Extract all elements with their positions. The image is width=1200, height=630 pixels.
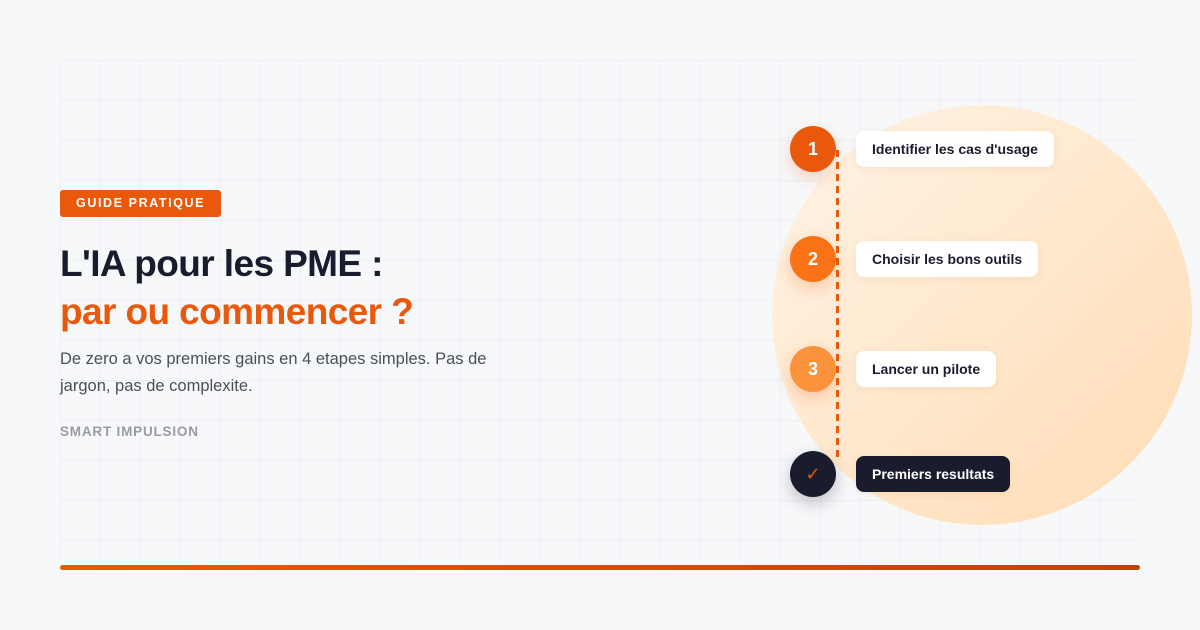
bottom-accent-bar bbox=[60, 565, 1140, 570]
timeline-dashed-line bbox=[836, 150, 839, 462]
step-3-label: Lancer un pilote bbox=[856, 351, 997, 387]
page-title: L'IA pour les PME : par ou commencer ? bbox=[60, 240, 414, 336]
category-badge: GUIDE PRATIQUE bbox=[60, 190, 222, 217]
check-icon: ✓ bbox=[790, 451, 836, 497]
step-1-label: Identifier les cas d'usage bbox=[856, 131, 1054, 167]
step-1-marker: 1 bbox=[790, 126, 836, 172]
decorative-circle bbox=[772, 105, 1192, 525]
title-line-2: par ou commencer ? bbox=[60, 291, 414, 332]
step-2-label: Choisir les bons outils bbox=[856, 241, 1039, 277]
step-4-label: Premiers resultats bbox=[856, 456, 1011, 492]
description: De zero a vos premiers gains en 4 etapes… bbox=[60, 350, 487, 395]
step-3-marker: 3 bbox=[790, 346, 836, 392]
brand-name: SMART IMPULSION bbox=[60, 424, 199, 439]
title-line-1: L'IA pour les PME : bbox=[60, 243, 383, 284]
step-2-marker: 2 bbox=[790, 236, 836, 282]
